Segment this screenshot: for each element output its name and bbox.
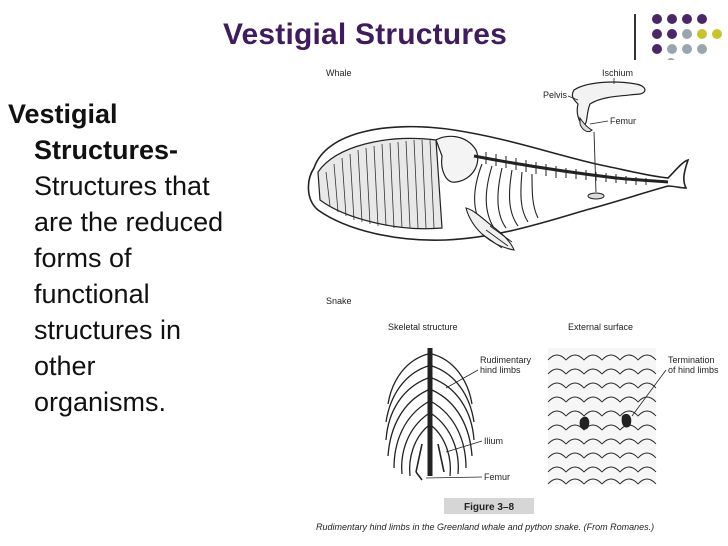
external-surface-label: External surface: [568, 322, 633, 332]
whale-spine: [473, 154, 669, 184]
dot: [667, 44, 677, 54]
termination-pointer: [631, 369, 667, 417]
whale-jaw: [317, 137, 443, 230]
whale-pelvis-small: [587, 192, 605, 200]
title-divider: [634, 14, 636, 60]
flipper-bones: [481, 225, 513, 249]
figure-caption: Rudimentary hind limbs in the Greenland …: [316, 522, 654, 532]
dot: [712, 29, 722, 39]
femur-bone: [579, 116, 593, 133]
dot: [667, 14, 677, 24]
snake-ilium-right: [437, 443, 445, 473]
femur-pointer: [589, 120, 609, 125]
dot: [682, 29, 692, 39]
skeletal-structure-label: Skeletal structure: [388, 322, 458, 332]
snake-skeleton-drawing: [385, 348, 475, 481]
rudimentary-label-1: Rudimentary: [480, 355, 532, 365]
dot: [652, 14, 662, 24]
dot: [682, 14, 692, 24]
pelvis-detail-drawing: [571, 81, 646, 133]
rudimentary-label-2: hind limbs: [480, 365, 521, 375]
whale-skeleton-drawing: [307, 125, 690, 251]
spur-right: [621, 413, 632, 428]
dot: [652, 44, 662, 54]
dot: [652, 29, 662, 39]
pelvis-bone: [571, 81, 646, 127]
dot: [667, 29, 677, 39]
ribs: [474, 163, 539, 229]
term-heading: Vestigial Structures-: [8, 96, 288, 168]
snake-ilium: [415, 443, 423, 473]
decorative-dot-grid: [652, 14, 724, 62]
ischium-label: Ischium: [602, 68, 633, 78]
pelvis-label: Pelvis: [543, 90, 568, 100]
whale-skull: [435, 135, 479, 183]
rudimentary-pointer: [445, 369, 479, 389]
definition-line: structures in: [34, 315, 182, 345]
termination-label-2: of hind limbs: [668, 365, 719, 375]
pelvis-pointer-line: [593, 131, 597, 193]
whale-outline: [307, 125, 690, 242]
dot: [697, 44, 707, 54]
term-line-1: Vestigial: [8, 99, 118, 129]
slide-title: Vestigial Structures: [222, 18, 508, 51]
femur-label: Femur: [610, 116, 636, 126]
snake-femur: [415, 471, 423, 481]
definition-line: forms of: [34, 243, 132, 273]
whale-snake-figure: Whale: [296, 60, 728, 546]
term-line-2: Structures-: [34, 135, 179, 165]
spur-left: [579, 416, 590, 430]
femur-snake-pointer: [425, 476, 483, 479]
figure-number-box: [444, 498, 534, 514]
femur-snake-label: Femur: [484, 472, 510, 482]
scale-rows: [547, 354, 657, 485]
snake-ribs: [385, 353, 475, 477]
snake-label: Snake: [326, 296, 352, 306]
figure-number: Figure 3–8: [464, 502, 514, 513]
dot: [697, 14, 707, 24]
ilium-pointer: [445, 440, 483, 453]
pelvis-pointer: [567, 95, 579, 101]
dot: [682, 44, 692, 54]
vertebrae: [485, 152, 647, 185]
definition-text: Vestigial Structures- Structures that ar…: [8, 96, 288, 420]
ilium-label: Ilium: [484, 436, 503, 446]
termination-label-1: Termination: [668, 355, 715, 365]
definition-line: organisms.: [34, 387, 167, 417]
snake-scales-drawing: [547, 348, 657, 485]
definition-line: functional: [34, 279, 150, 309]
definition-line: other: [34, 351, 96, 381]
dot: [697, 29, 707, 39]
whale-label: Whale: [326, 68, 352, 78]
definition-line: are the reduced: [34, 207, 224, 237]
baleen-lines: [325, 139, 435, 229]
definition-line: Structures that: [34, 171, 210, 201]
